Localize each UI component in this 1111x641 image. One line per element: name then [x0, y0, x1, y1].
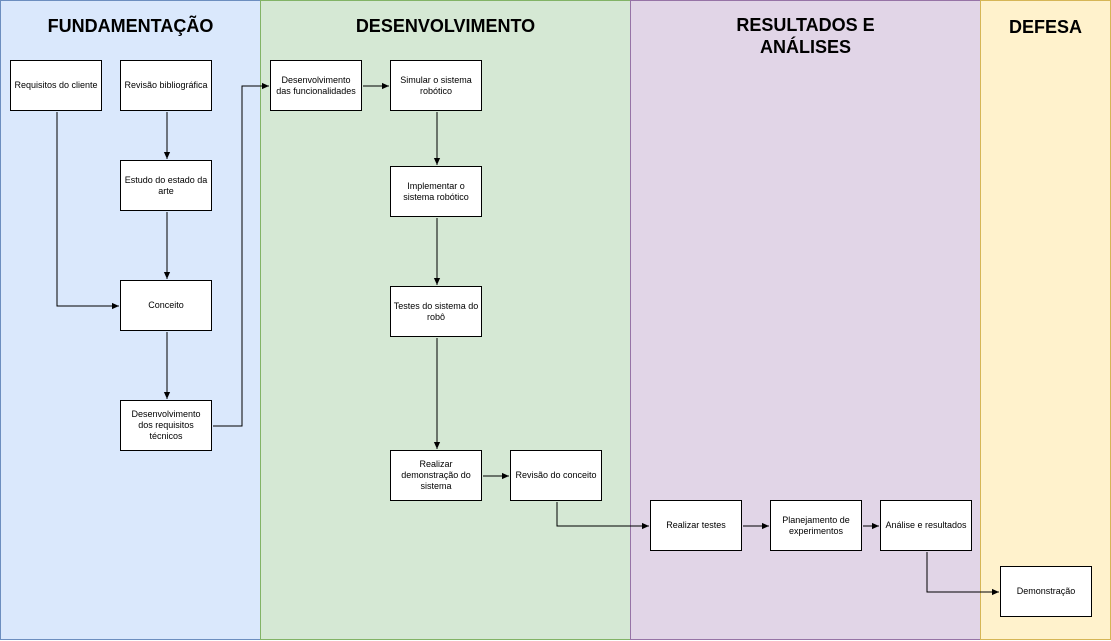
node-requisitos-cliente: Requisitos do cliente: [10, 60, 102, 111]
node-testes-sistema: Testes do sistema do robô: [390, 286, 482, 337]
lane-title-defesa: DEFESA: [1008, 17, 1082, 37]
lane-title-fundamentacao: FUNDAMENTAÇÃO: [47, 16, 214, 36]
lane-title-resultados: RESULTADOS E ANÁLISES: [736, 15, 875, 57]
node-conceito: Conceito: [120, 280, 212, 331]
node-simular-sistema: Simular o sistema robótico: [390, 60, 482, 111]
node-revisao-conceito: Revisão do conceito: [510, 450, 602, 501]
lane-defesa: DEFESA: [980, 0, 1111, 640]
node-implementar-sistema: Implementar o sistema robótico: [390, 166, 482, 217]
node-realizar-testes: Realizar testes: [650, 500, 742, 551]
node-estudo-estado-arte: Estudo do estado da arte: [120, 160, 212, 211]
lane-title-desenvolvimento: DESENVOLVIMENTO: [355, 16, 536, 36]
node-planejamento-experimentos: Planejamento de experimentos: [770, 500, 862, 551]
node-desenvolvimento-funcionalidades: Desenvolvimento das funcionalidades: [270, 60, 362, 111]
node-analise-resultados: Análise e resultados: [880, 500, 972, 551]
node-desenvolvimento-requisitos: Desenvolvimento dos requisitos técnicos: [120, 400, 212, 451]
node-realizar-demonstracao: Realizar demonstração do sistema: [390, 450, 482, 501]
node-demonstracao: Demonstração: [1000, 566, 1092, 617]
node-revisao-bibliografica: Revisão bibliográfica: [120, 60, 212, 111]
